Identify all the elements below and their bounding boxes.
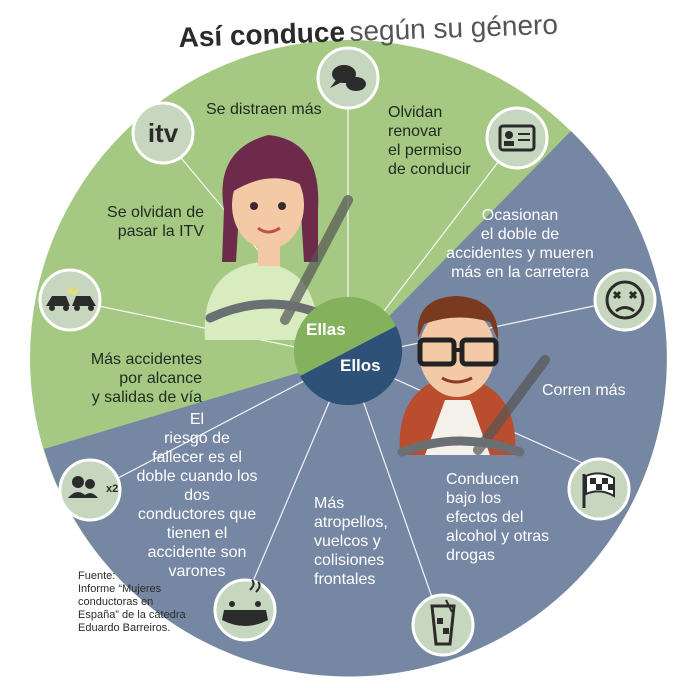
speech-bubble-icon [330,65,366,91]
source-note: Fuente: Informe “Mujeres conductoras en … [78,570,186,634]
women-label-accidents: Más accidentes por alcance y salidas de … [90,351,202,406]
man-illustration [397,296,550,457]
center-hub [293,296,403,406]
men-label-double: Ocasionan el doble de accidentes y muere… [446,207,594,281]
men-label-alcohol: Conducen bajo los efectos del alcohol y … [446,471,550,564]
hub-women-label: Ellas [306,320,346,339]
drink-glass-icon [430,599,456,646]
women-label-distract: Se distraen más [206,101,322,118]
title-light: según su género [348,8,559,48]
two-people-multiplier: x2 [106,483,118,495]
men-label-speed: Corren más [542,382,626,399]
car-crash-icon [46,285,96,311]
title-bold: Así conduce [178,16,346,53]
checkered-flag-icon [582,472,615,508]
two-people-icon [68,476,98,498]
women-label-license: Olvidan renovar el permiso de conducir [388,104,471,178]
woman-illustration [204,135,353,340]
hub-men-label: Ellos [340,356,381,375]
men-label-frontal: Más atropellos, vuelcos y colisiones fro… [314,495,388,588]
id-card-icon [498,124,536,152]
women-label-itv: Se olvidan de pasar la ITV [107,204,204,240]
dead-face-icon [605,280,645,320]
men-label-risk: El riesgo de fallecer es el doble cuando… [136,411,258,580]
itv-icon: itv [148,118,179,148]
overturned-car-icon [222,579,268,626]
